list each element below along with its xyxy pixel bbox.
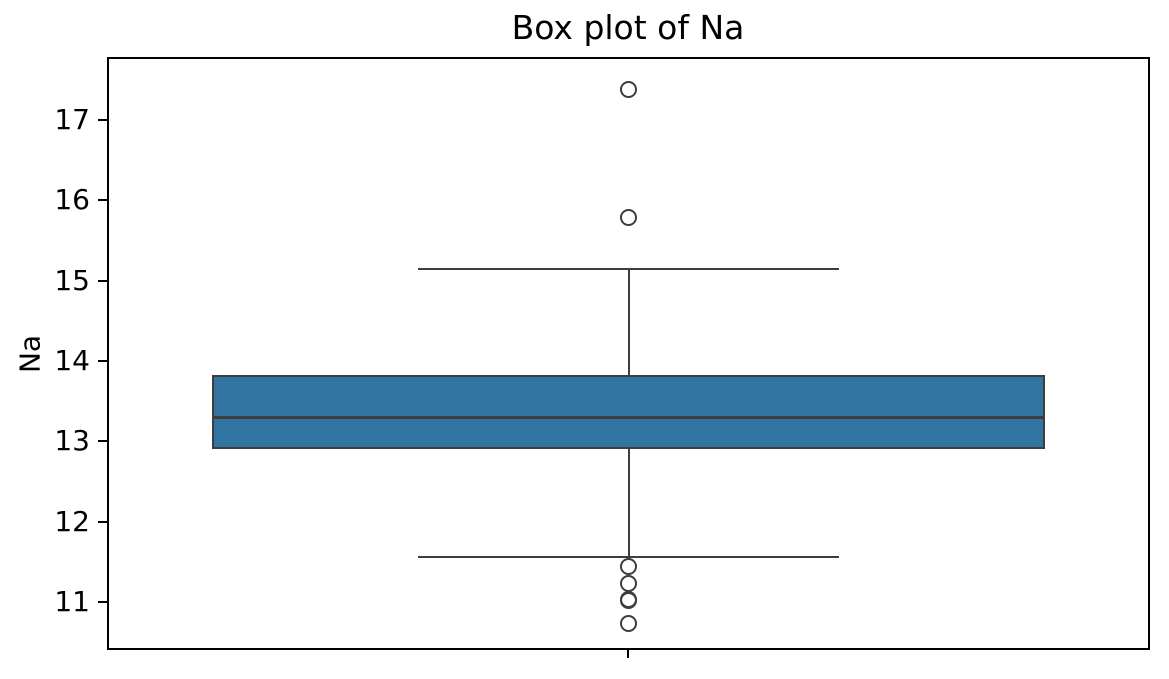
chart-title: Box plot of Na (511, 8, 745, 47)
upper-whisker-line (627, 268, 630, 375)
y-tick-mark (98, 199, 107, 202)
y-tick-label: 13 (54, 424, 90, 458)
y-tick-label: 16 (54, 183, 90, 217)
median-line (212, 415, 1045, 419)
y-tick-mark (98, 601, 107, 604)
y-tick-mark (98, 440, 107, 443)
outlier-point (620, 81, 637, 99)
y-tick-label: 11 (54, 585, 90, 619)
y-tick-mark (98, 119, 107, 122)
y-tick-label: 17 (54, 103, 90, 137)
outlier-point (620, 575, 637, 593)
y-tick-mark (98, 360, 107, 363)
outlier-point (620, 557, 637, 575)
iqr-box (212, 374, 1045, 449)
y-tick-mark (98, 520, 107, 523)
outlier-point (620, 615, 637, 633)
lower-whisker-cap (418, 556, 839, 559)
y-tick-label: 14 (54, 344, 90, 378)
y-tick-label: 15 (54, 263, 90, 297)
y-tick-mark (98, 279, 107, 282)
x-tick-mark (627, 650, 629, 658)
y-tick-label: 12 (54, 504, 90, 538)
outlier-point (620, 208, 637, 226)
upper-whisker-cap (418, 267, 839, 270)
lower-whisker-line (627, 448, 630, 558)
plot-area (107, 57, 1150, 650)
outlier-point (620, 592, 637, 610)
